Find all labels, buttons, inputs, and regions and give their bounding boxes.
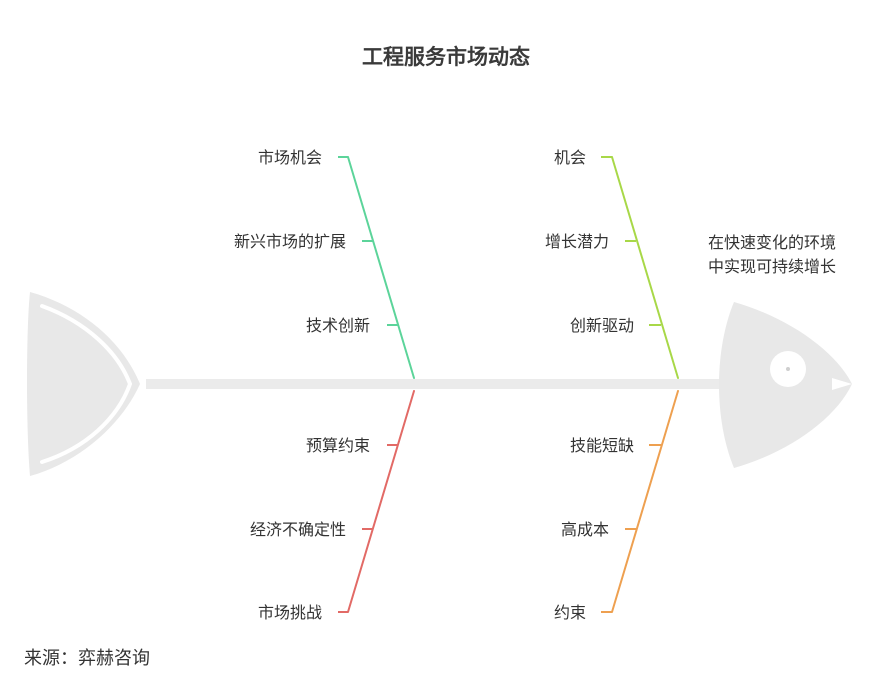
bone-top-right [611,156,679,379]
cause-label: 创新驱动 [570,316,634,335]
branch-bottom-left: 预算约束 经济不确定性 市场挑战 [250,390,415,622]
diagram-title: 工程服务市场动态 [362,45,530,69]
fish-pupil [786,367,790,371]
cause-label: 技能短缺 [570,436,634,455]
cause-label: 预算约束 [306,436,370,455]
cause-label: 新兴市场的扩展 [234,232,346,251]
cause-label: 机会 [554,148,586,167]
bone-bottom-right [611,390,679,613]
branch-top-left: 市场机会 新兴市场的扩展 技术创新 [234,148,415,379]
tail-highlight [40,304,133,464]
source-note: 来源：弈赫咨询 [24,648,150,669]
cause-label: 技术创新 [306,316,370,335]
cause-label: 经济不确定性 [250,520,346,539]
fish-mouth [832,378,852,390]
branch-bottom-right: 技能短缺 高成本 约束 [554,390,679,622]
cause-label: 市场机会 [258,148,322,167]
cause-label: 市场挑战 [258,603,322,622]
cause-label: 增长潜力 [545,232,609,251]
cause-label: 高成本 [561,520,609,539]
branch-top-right: 机会 增长潜力 创新驱动 [545,148,679,379]
fish-spine [146,379,724,389]
cause-label: 约束 [554,603,586,622]
effect-line-1: 在快速变化的环境 [708,233,836,252]
effect-line-2: 中实现可持续增长 [708,257,836,276]
fish-tail [27,292,140,476]
bone-bottom-left [347,390,415,613]
bone-top-left [347,156,415,379]
